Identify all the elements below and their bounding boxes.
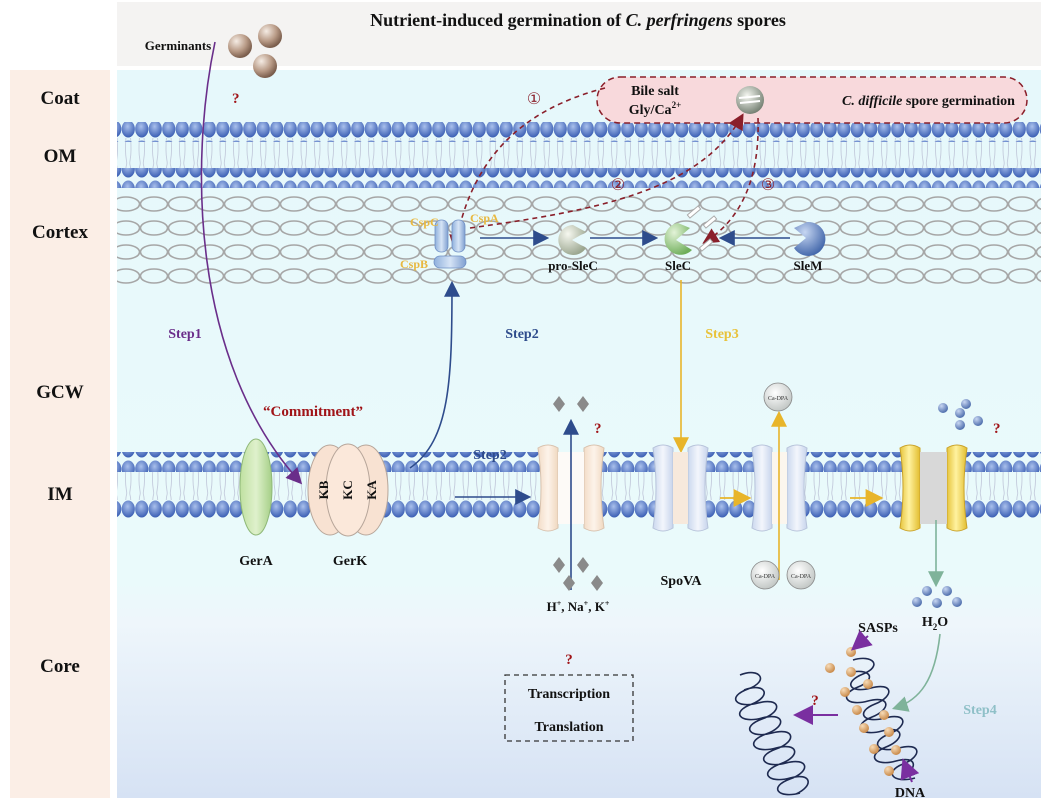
germinant-question-mark: ? <box>232 91 240 107</box>
ca-dpa-molecule-core-1 <box>750 560 780 590</box>
pathway-1-dashed-arrow <box>449 87 606 252</box>
spova-channel <box>652 444 709 532</box>
ion-channel-question-mark: ? <box>594 421 602 437</box>
ka-subunit-label: KA <box>364 480 379 500</box>
spore-cross-section-background <box>117 70 1041 798</box>
sasps-pointer-arrow <box>850 629 873 651</box>
spova-label: SpoVA <box>661 574 703 589</box>
c-difficile-germination-label: C. difficile spore germination <box>842 94 1015 109</box>
c-difficile-germination-box <box>596 76 1028 124</box>
gerk-label: GerK <box>333 554 367 569</box>
cleaved-peptidoglycan-fragments <box>686 205 718 252</box>
kb-subunit-label: KB <box>316 480 331 499</box>
gera-receptor <box>239 438 273 536</box>
pathway-number-1: ① <box>527 91 541 108</box>
pathway-2-dashed-arrow <box>469 113 744 229</box>
ion-particles <box>553 396 603 591</box>
free-dna-helix <box>734 671 809 796</box>
gera-label: GerA <box>239 554 273 569</box>
cspc-label: CspC <box>410 215 439 229</box>
pro-slec-enzyme-icon <box>558 225 586 255</box>
translation-label: Translation <box>535 720 604 735</box>
cspb-label: CspB <box>400 257 428 271</box>
step4-arrow <box>891 633 941 712</box>
core-question-mark: ? <box>565 652 573 668</box>
sasp-release-question-mark: ? <box>811 693 819 709</box>
layer-label-gcw: GCW <box>36 382 84 403</box>
slem-enzyme-icon <box>794 221 826 256</box>
layer-label-om: OM <box>43 146 77 167</box>
transcription-label: Transcription <box>528 687 610 702</box>
figure-title: Nutrient-induced germination of C. perfr… <box>370 10 786 30</box>
pro-slec-label: pro-SleC <box>548 258 598 273</box>
c-difficile-spore-groove <box>738 95 761 104</box>
slec-enzyme-icon <box>664 223 692 255</box>
bile-salt-label: Bile salt <box>631 84 679 99</box>
outer-membrane <box>117 122 1041 188</box>
gerk-receptor <box>307 443 389 537</box>
c-difficile-spore-icon <box>736 86 764 114</box>
water-molecules-core <box>912 586 962 608</box>
ca-dpa-molecule-core-2 <box>786 560 816 590</box>
dna-pointer-arrow <box>900 758 920 783</box>
ca-dpa-label-core-1: Ca-DPA <box>755 574 776 580</box>
csp-protease-complex <box>433 219 467 269</box>
step3-label: Step3 <box>705 327 738 342</box>
step1-arrow <box>200 41 303 485</box>
gly-ca-label: Gly/Ca2+ <box>629 100 681 118</box>
ca-dpa-label-released: Ca-DPA <box>768 396 789 402</box>
water-channel <box>899 444 968 532</box>
pathway-3-dashed-arrow <box>702 117 759 244</box>
cortex-peptidoglycan <box>117 193 1041 289</box>
pathway-number-2: ② <box>611 177 625 194</box>
water-molecules-outside <box>938 399 983 430</box>
step2-upper-label: Step2 <box>505 327 538 342</box>
step2-signal-arrow <box>409 280 460 469</box>
pathway-number-3: ③ <box>761 177 775 194</box>
ca-dpa-molecule-released <box>763 382 793 412</box>
ions-label: H+, Na+, K+ <box>547 599 610 614</box>
step1-label: Step1 <box>168 327 201 342</box>
layer-label-column <box>10 70 110 798</box>
kc-subunit-label: KC <box>340 480 355 500</box>
water-question-mark: ? <box>993 421 1001 437</box>
layer-label-coat: Coat <box>40 88 80 109</box>
layer-label-cortex: Cortex <box>32 222 88 243</box>
layer-label-im: IM <box>47 484 73 505</box>
sasps-label: SASPs <box>858 621 898 636</box>
cspa-label: CspA <box>470 211 499 225</box>
germinant-molecules <box>228 24 282 78</box>
commitment-label: “Commitment” <box>263 404 363 420</box>
ion-channel <box>537 444 605 532</box>
step4-label: Step4 <box>963 703 996 718</box>
ca-dpa-label-core-2: Ca-DPA <box>791 574 812 580</box>
layer-label-core: Core <box>40 656 80 677</box>
slem-label: SleM <box>794 258 823 273</box>
transcription-translation-box <box>504 674 634 742</box>
step2-lower-label: Step2 <box>473 448 506 463</box>
slec-label: SleC <box>665 258 691 273</box>
water-label: H2O <box>922 615 948 632</box>
dna-label: DNA <box>895 786 926 801</box>
germinants-label: Germinants <box>145 38 211 53</box>
sasp-proteins <box>825 647 901 776</box>
